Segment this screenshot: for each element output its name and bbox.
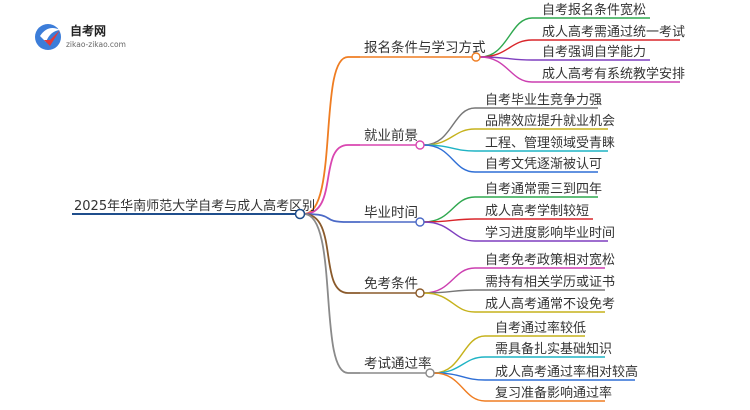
leaf-topic[interactable]: 成人高考有系统教学安排 [542, 66, 685, 82]
leaf-edge [423, 144, 483, 173]
leaf-edge [433, 335, 493, 374]
branch-topic[interactable]: 就业前景 [364, 127, 418, 144]
branch-edge [303, 213, 360, 223]
branch-connector-dot [415, 217, 425, 227]
logo-name: 自考网 [70, 23, 106, 38]
leaf-topic[interactable]: 成人高考需通过统一考试 [542, 24, 685, 40]
leaf-edge [423, 221, 483, 242]
leaf-topic[interactable]: 需具备扎实基础知识 [495, 341, 612, 357]
leaf-topic[interactable]: 品牌效应提升就业机会 [485, 113, 615, 129]
leaf-edge [423, 107, 483, 146]
branch-topic[interactable]: 毕业时间 [364, 205, 418, 221]
branch-connector-dot [415, 288, 425, 298]
leaf-edge [423, 292, 483, 313]
leaf-edge [479, 39, 540, 58]
leaf-topic[interactable]: 自考通常需三到四年 [485, 182, 602, 197]
leaf-topic[interactable]: 工程、管理领域受青睐 [485, 136, 615, 151]
leaf-topic[interactable]: 自考文凭逐渐被认可 [485, 157, 602, 172]
leaf-edge [433, 372, 493, 402]
root-connector-dot [294, 208, 306, 220]
branch-edge [303, 56, 360, 215]
logo-emblem-icon [35, 24, 61, 50]
leaf-topic[interactable]: 成人高考通常不设免考 [485, 296, 615, 312]
leaf-topic[interactable]: 成人高考通过率相对较高 [495, 364, 638, 380]
leaf-edge [479, 17, 540, 58]
leaf-topic[interactable]: 自考通过率较低 [495, 320, 586, 336]
branch-edge [303, 144, 360, 215]
leaf-topic[interactable]: 自考毕业生竞争力强 [485, 92, 602, 108]
branch-topic[interactable]: 免考条件 [364, 275, 418, 292]
leaf-edge [423, 196, 483, 223]
branch-connector-dot [425, 368, 435, 378]
leaf-edge [433, 356, 493, 374]
leaf-edge [479, 56, 540, 83]
root-topic[interactable]: 2025年华南师范大学自考与成人高考区别 [74, 198, 315, 214]
leaf-topic[interactable]: 自考强调自学能力 [542, 44, 646, 60]
leaf-edge [423, 128, 483, 146]
leaf-topic[interactable]: 自考报名条件宽松 [542, 2, 646, 18]
logo-url: zikao-zikao.com [66, 40, 126, 49]
nodes: 2025年华南师范大学自考与成人高考区别 报名条件与学习方式 自考报名条件宽松成人高… [72, 2, 685, 402]
branch-topic[interactable]: 考试通过率 [364, 355, 432, 372]
leaf-topic[interactable]: 成人高考学制较短 [485, 203, 589, 219]
branch-edge [303, 213, 360, 374]
leaf-topic[interactable]: 学习进度影响毕业时间 [485, 225, 615, 241]
logo: 自考网 zikao-zikao.com [35, 23, 126, 50]
branch-connector-dot [415, 140, 425, 150]
branch-connector-dot [471, 52, 481, 62]
edges [303, 17, 540, 402]
leaf-topic[interactable]: 自考免考政策相对宽松 [485, 252, 615, 268]
branch-edge [303, 213, 360, 294]
leaf-topic[interactable]: 需持有相关学历或证书 [485, 274, 615, 290]
leaf-edge [423, 267, 483, 294]
branch-topic[interactable]: 报名条件与学习方式 [364, 39, 486, 56]
leaf-topic[interactable]: 复习准备影响通过率 [495, 385, 612, 401]
